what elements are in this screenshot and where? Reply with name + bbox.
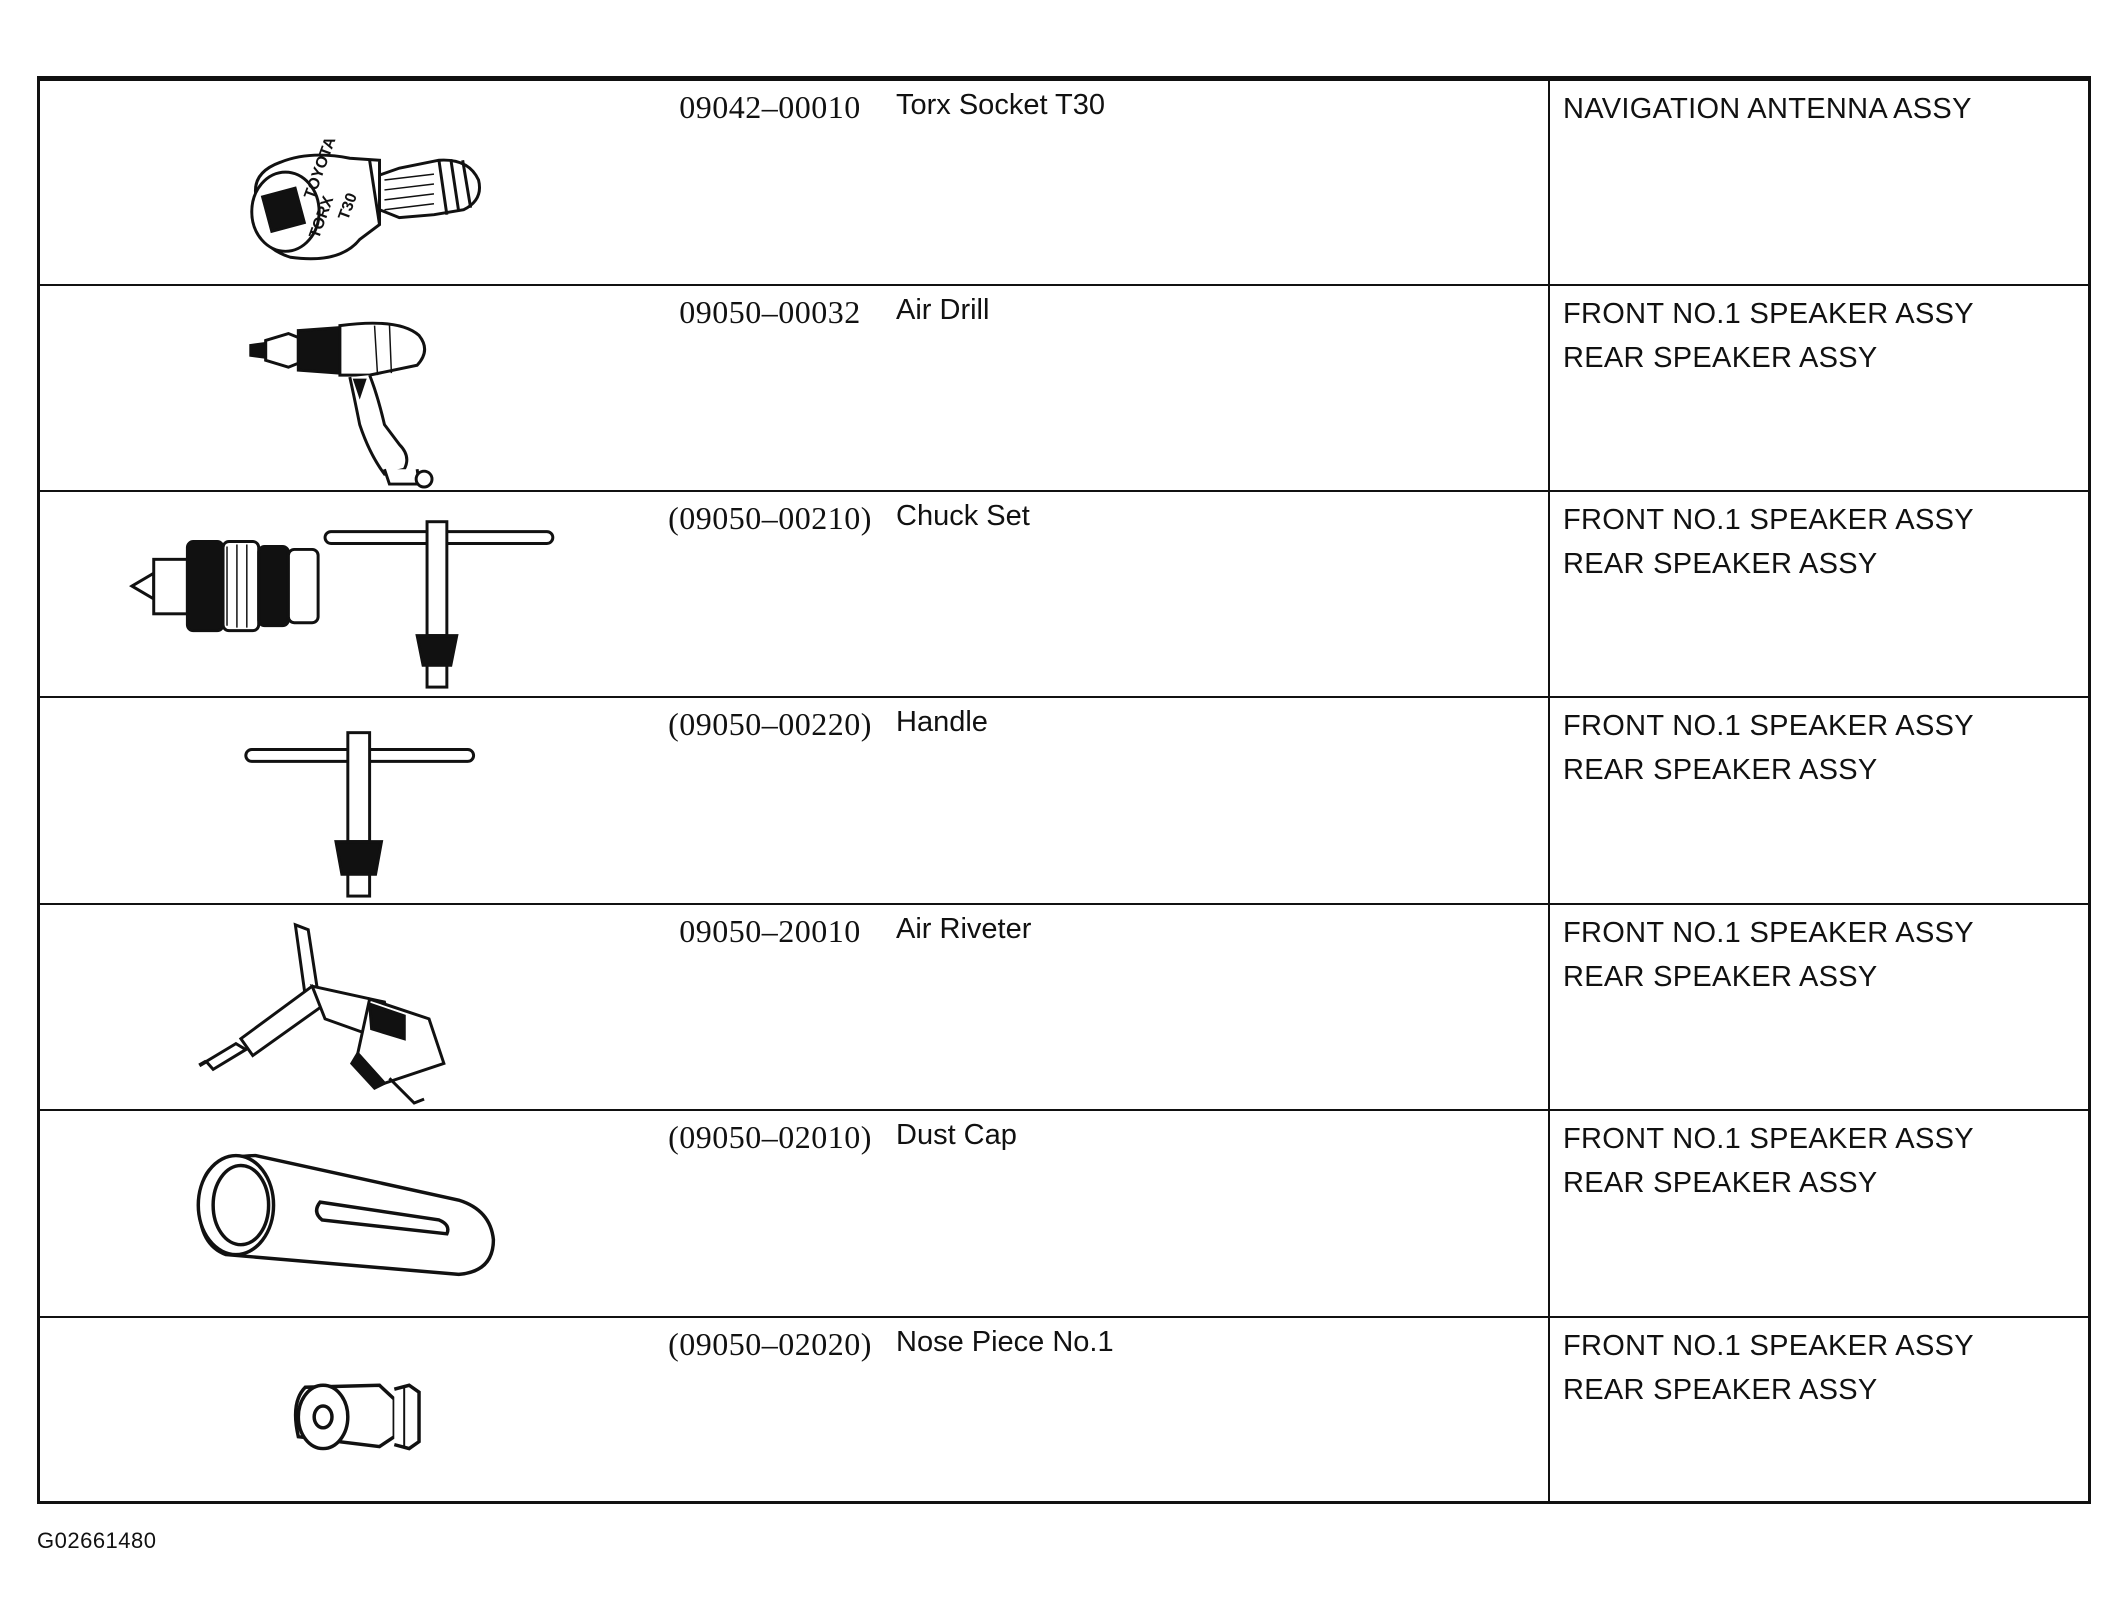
usage-item: NAVIGATION ANTENNA ASSY: [1563, 93, 1972, 125]
usage-item: FRONT NO.1 SPEAKER ASSY: [1563, 917, 1974, 949]
part-number: (09050–02020): [668, 1326, 872, 1362]
tool-name: Handle: [896, 706, 988, 738]
usage-item: REAR SPEAKER ASSY: [1563, 754, 1878, 786]
figure-id: G02661480: [37, 1528, 157, 1553]
special-tool-table: TOYOTA TORX T30 09042–00010 Torx Socket …: [37, 76, 2091, 1504]
air-drill-icon: [40, 286, 620, 490]
part-number: 09042–00010: [679, 89, 861, 125]
usage-item: FRONT NO.1 SPEAKER ASSY: [1563, 298, 1974, 330]
tool-name: Chuck Set: [896, 500, 1030, 532]
usage-item: REAR SPEAKER ASSY: [1563, 961, 1878, 993]
dust-cap-icon: [40, 1111, 620, 1316]
part-number: (09050–00220): [668, 706, 872, 742]
usage-item: REAR SPEAKER ASSY: [1563, 342, 1878, 374]
usage-item: FRONT NO.1 SPEAKER ASSY: [1563, 710, 1974, 742]
usage-item: REAR SPEAKER ASSY: [1563, 1374, 1878, 1406]
air-riveter-icon: [40, 905, 620, 1109]
usage-item: FRONT NO.1 SPEAKER ASSY: [1563, 504, 1974, 536]
part-number: 09050–00032: [679, 294, 861, 330]
usage-item: FRONT NO.1 SPEAKER ASSY: [1563, 1330, 1974, 1362]
table-row: (09050–00220) Handle FRONT NO.1 SPEAKER …: [40, 696, 2088, 903]
tool-name: Air Riveter: [896, 913, 1032, 945]
usage-item: FRONT NO.1 SPEAKER ASSY: [1563, 1123, 1974, 1155]
usage-item: REAR SPEAKER ASSY: [1563, 1167, 1878, 1199]
usage-list: FRONT NO.1 SPEAKER ASSY REAR SPEAKER ASS…: [1563, 292, 1974, 380]
tool-name: Dust Cap: [896, 1119, 1017, 1151]
table-row: (09050–02010) Dust Cap FRONT NO.1 SPEAKE…: [40, 1109, 2088, 1316]
usage-list: FRONT NO.1 SPEAKER ASSY REAR SPEAKER ASS…: [1563, 704, 1974, 792]
usage-list: NAVIGATION ANTENNA ASSY: [1563, 87, 1972, 131]
tool-name: Air Drill: [896, 294, 990, 326]
torx-socket-icon: TOYOTA TORX T30: [40, 81, 620, 284]
part-number: 09050–20010: [679, 913, 861, 949]
table-row: (09050–02020) Nose Piece No.1 FRONT NO.1…: [40, 1316, 2088, 1501]
nose-piece-icon: [40, 1318, 620, 1501]
usage-item: REAR SPEAKER ASSY: [1563, 548, 1878, 580]
part-number: (09050–00210): [668, 500, 872, 536]
tool-name: Nose Piece No.1: [896, 1326, 1114, 1358]
table-row: 09050–20010 Air Riveter FRONT NO.1 SPEAK…: [40, 903, 2088, 1109]
table-row: TOYOTA TORX T30 09042–00010 Torx Socket …: [40, 79, 2088, 284]
table-row: 09050–00032 Air Drill FRONT NO.1 SPEAKER…: [40, 284, 2088, 490]
tool-name: Torx Socket T30: [896, 89, 1106, 121]
usage-list: FRONT NO.1 SPEAKER ASSY REAR SPEAKER ASS…: [1563, 498, 1974, 586]
usage-list: FRONT NO.1 SPEAKER ASSY REAR SPEAKER ASS…: [1563, 1324, 1974, 1412]
usage-list: FRONT NO.1 SPEAKER ASSY REAR SPEAKER ASS…: [1563, 911, 1974, 999]
table-row: (09050–00210) Chuck Set FRONT NO.1 SPEAK…: [40, 490, 2088, 696]
chuck-handle-icon: [40, 698, 620, 903]
usage-list: FRONT NO.1 SPEAKER ASSY REAR SPEAKER ASS…: [1563, 1117, 1974, 1205]
part-number: (09050–02010): [668, 1119, 872, 1155]
column-divider: [1548, 79, 1550, 1501]
chuck-set-icon: [40, 492, 620, 696]
